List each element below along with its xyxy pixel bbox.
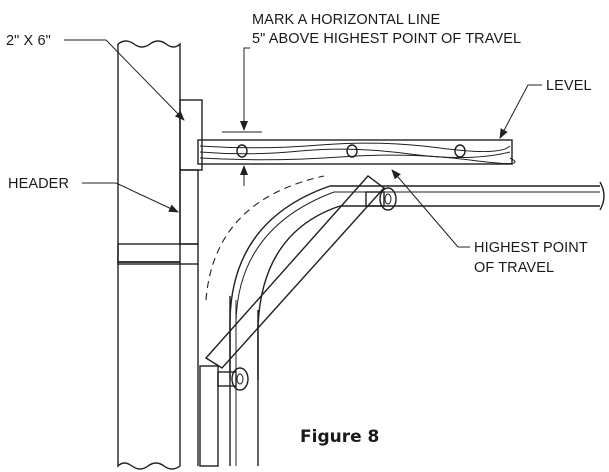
door-panel xyxy=(199,175,386,467)
header-label: HEADER xyxy=(8,176,69,192)
upper-roller xyxy=(365,187,397,211)
header-wall xyxy=(117,40,199,470)
highest-point-label-line-1: HIGHEST POINT xyxy=(474,240,588,256)
level-board xyxy=(197,139,516,165)
lumber-2x6 xyxy=(179,99,203,171)
highest-point-label-line-2: OF TRAVEL xyxy=(474,260,554,276)
dimension-marker xyxy=(222,52,262,186)
curved-track xyxy=(205,175,341,380)
instruction-line-2: 5" ABOVE HIGHEST POINT OF TRAVEL xyxy=(252,31,521,47)
instruction-line-1: MARK A HORIZONTAL LINE xyxy=(252,12,441,28)
leader-lines xyxy=(64,39,542,248)
figure-caption: Figure 8 xyxy=(300,427,379,447)
lumber-label: 2" X 6" xyxy=(6,33,51,49)
lower-roller xyxy=(217,367,249,391)
level-label: LEVEL xyxy=(546,78,592,94)
